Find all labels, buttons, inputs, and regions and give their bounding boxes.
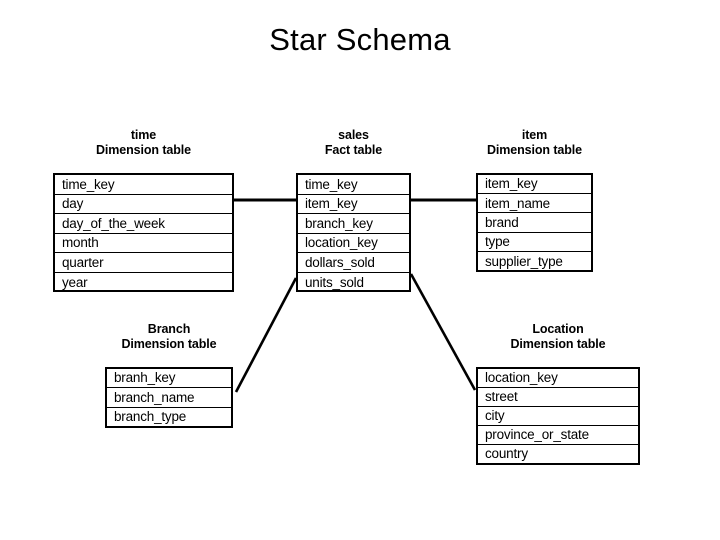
field-row: item_name [478,194,591,214]
connector-sales-location [409,273,477,391]
entity-branch: Branch Dimension table branh_key branch_… [105,322,233,428]
page-title: Star Schema [269,22,451,57]
field-row: dollars_sold [298,253,409,273]
entity-sales: sales Fact table time_key item_key branc… [296,128,411,292]
entity-sales-box: time_key item_key branch_key location_ke… [296,173,411,292]
field-row: day [55,195,232,214]
field-row: units_sold [305,274,364,290]
entity-time-name: time [130,128,157,142]
field-row: day_of_the_week [55,214,232,234]
field-row: time_key [55,175,232,195]
entity-time-header: time Dimension table [53,128,234,158]
entity-location-box: location_key street city province_or_sta… [476,367,640,465]
field-row: branch_name [107,388,231,408]
field-row: year [62,274,88,290]
entity-item-kind: Dimension table [486,143,583,157]
field-row: supplier_type [485,253,563,269]
field-row: quarter [55,253,232,273]
entity-location-header: Location Dimension table [476,322,640,352]
entity-sales-kind: Fact table [324,143,383,157]
field-row: country [485,446,528,462]
field-row: item_key [478,175,591,195]
field-row: branch_type [114,409,187,425]
entity-branch-kind: Dimension table [121,337,217,351]
entity-location-kind: Dimension table [510,337,606,351]
entity-location: Location Dimension table location_key st… [476,322,640,465]
entity-item-box: item_key item_name brand type supplier_t… [476,173,593,272]
field-row: branch_key [298,214,409,234]
entity-item-name: item [521,128,548,142]
entity-location-name: Location [532,322,584,336]
entity-sales-name: sales [338,128,369,142]
entity-time-box: time_key day day_of_the_week month quart… [53,173,234,292]
field-row: location_key [298,234,409,253]
field-row: province_or_state [478,426,638,445]
entity-sales-header: sales Fact table [296,128,411,158]
entity-item: item Dimension table item_key item_name … [476,128,593,272]
entity-branch-box: branh_key branch_name branch_type [105,367,233,428]
field-row: city [478,407,638,426]
field-row: time_key [298,175,409,195]
entity-time: time Dimension table time_key day day_of… [53,128,234,292]
entity-branch-header: Branch Dimension table [105,322,233,352]
field-row: month [55,234,232,253]
entity-branch-name: Branch [147,322,191,336]
entity-item-header: item Dimension table [476,128,593,158]
field-row: brand [478,213,591,233]
field-row: branh_key [107,369,231,389]
entity-time-kind: Dimension table [95,143,192,157]
field-row: location_key [478,369,638,388]
field-row: street [478,388,638,407]
field-row: type [478,233,591,252]
connector-sales-branch [234,277,298,393]
field-row: item_key [298,195,409,214]
